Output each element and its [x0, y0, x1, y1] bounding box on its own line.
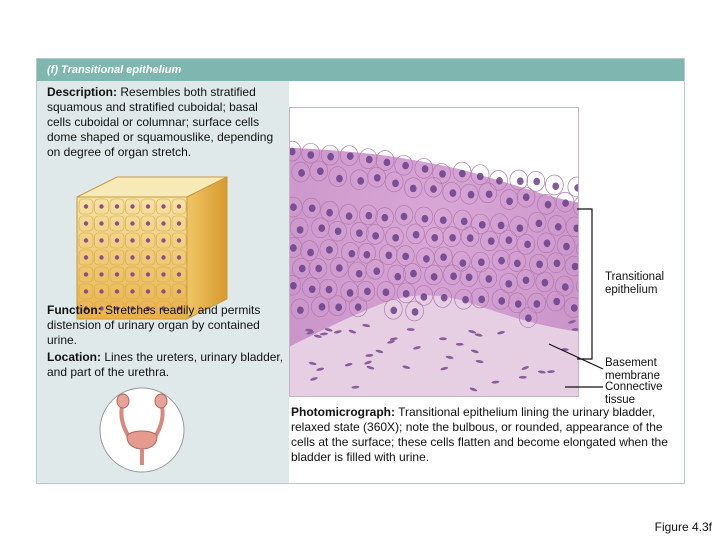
- urinary-organ-illustration: [99, 387, 185, 473]
- figure-panel: (f) Transitional epithelium Description:…: [36, 58, 685, 484]
- location-body: Lines the ureters, urinary bladder, and …: [47, 350, 284, 379]
- callout-lines: [548, 208, 604, 388]
- description-label: Description:: [47, 85, 118, 99]
- epithelium-cube-illustration: [76, 176, 228, 320]
- caption-label: Photomicrograph:: [291, 405, 395, 419]
- location-label: Location:: [47, 350, 101, 364]
- panel-header: (f) Transitional epithelium: [37, 59, 684, 81]
- figure-label: Figure 4.3f: [654, 520, 712, 534]
- function-text: Function: Stretches readily and permits …: [47, 303, 285, 348]
- caption-body: Transitional epithelium lining the urina…: [291, 405, 668, 464]
- callout-connective-tissue: Connective tissue: [605, 381, 663, 406]
- callout-transitional-epithelium: Transitional epithelium: [605, 271, 665, 296]
- location-text: Location: Lines the ureters, urinary bla…: [47, 350, 285, 380]
- description-body: Resembles both stratified squamous and s…: [47, 85, 274, 159]
- callout-basement-membrane: Basement membrane: [605, 357, 660, 382]
- description-text: Description: Resembles both stratified s…: [47, 85, 285, 160]
- photomicrograph-caption: Photomicrograph: Transitional epithelium…: [291, 405, 675, 465]
- function-label: Function:: [47, 303, 102, 317]
- function-body: Stretches readily and permits distension…: [47, 303, 261, 347]
- photomicrograph: [289, 107, 579, 397]
